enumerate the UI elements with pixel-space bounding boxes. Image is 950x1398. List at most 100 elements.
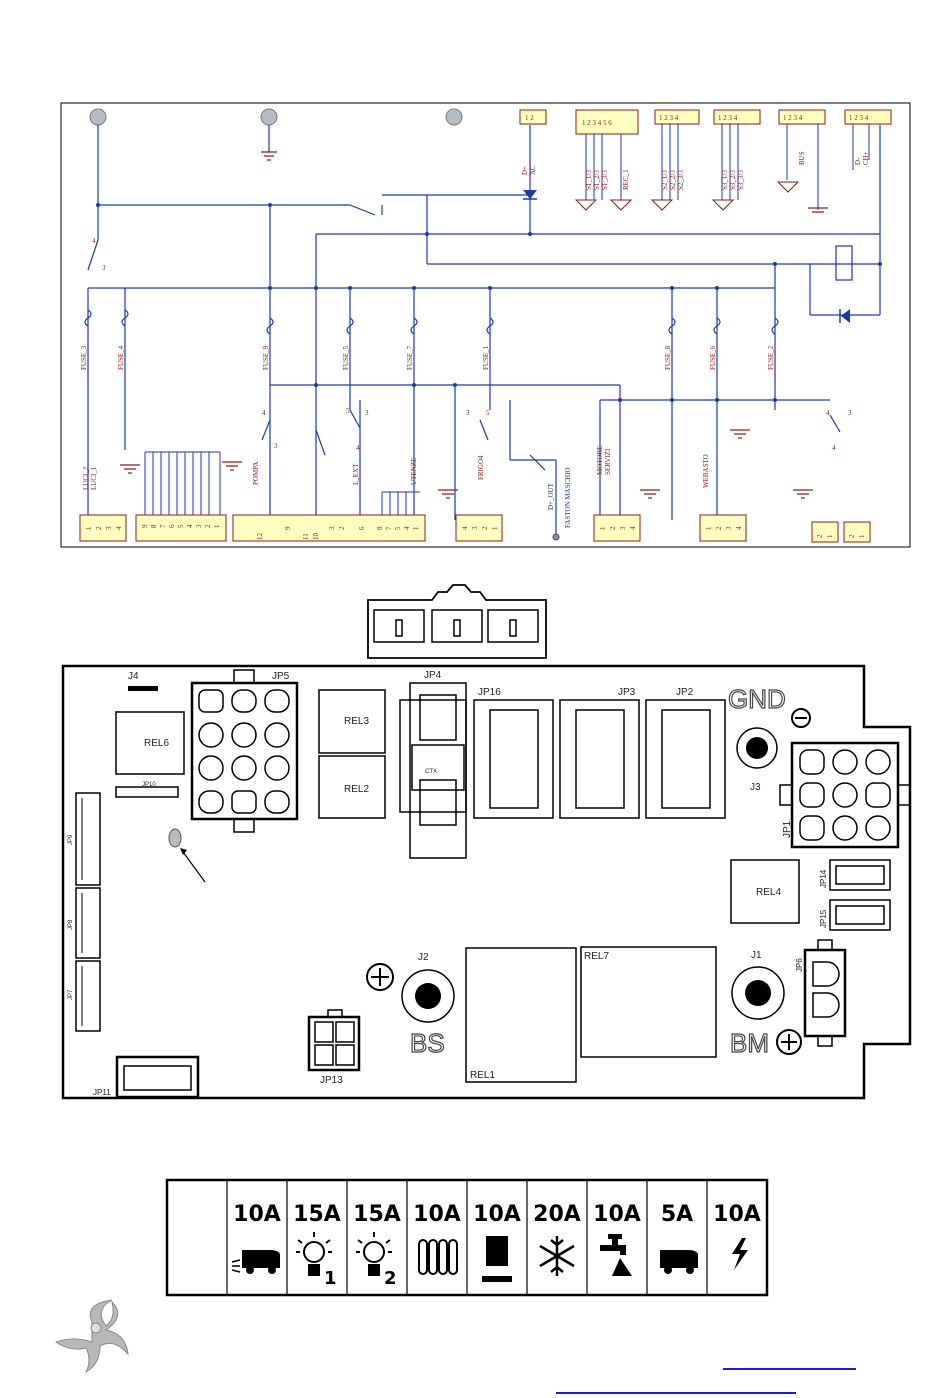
label-webasto: WEBASTO: [702, 454, 710, 488]
fuse-label: FUSE_5: [342, 345, 350, 370]
fuse-col-8: 5A: [660, 1202, 698, 1274]
fuse-label: FUSE_2: [767, 345, 775, 370]
label-rel6: REL6: [144, 738, 169, 749]
link-underline[interactable]: [556, 1392, 796, 1394]
lightning-icon: [732, 1238, 748, 1270]
rel3: [318, 689, 386, 754]
svg-text:12: 12: [256, 533, 264, 541]
fuse-col-1: 10A: [231, 1202, 281, 1274]
label-rec: REC_1: [622, 169, 630, 190]
svg-text:8: 8: [150, 524, 158, 528]
label-rel2: REL2: [344, 784, 369, 795]
top-connector-labels: D+ AC S1_1/3 S1_2/3 S1_3/3 REC_1 S2_1/3 …: [521, 151, 870, 190]
label-servizi: SERVIZI: [604, 448, 612, 475]
fuse-label: FUSE_8: [664, 345, 672, 370]
fuse-table: 10A 15A 1 15A 2: [165, 1178, 769, 1297]
label-jp3: JP3: [618, 687, 636, 698]
svg-text:5: 5: [177, 524, 185, 528]
jp14: [829, 859, 891, 891]
jp5: [190, 681, 299, 821]
ground-icon: [261, 151, 277, 161]
svg-text:3: 3: [725, 526, 733, 530]
fuse-label: FUSE_1: [482, 345, 490, 370]
svg-text:4: 4: [461, 526, 469, 530]
label-d-plus: D+: [521, 166, 529, 175]
label-jp1: JP1: [782, 820, 793, 838]
svg-text:10: 10: [312, 533, 320, 541]
svg-text:7: 7: [159, 524, 167, 528]
rel4: [730, 859, 800, 924]
switch-pin-labels: 4 3 4 3 5 3 4 3 5 4 3 4: [92, 237, 852, 452]
connector-luci: [79, 514, 127, 542]
schematic-frame: [60, 102, 911, 548]
jp7: [75, 960, 101, 1032]
fuse-amp-label: 15A: [353, 1202, 401, 1227]
connector-frigo: [455, 514, 503, 542]
svg-text:1: 1: [858, 534, 866, 538]
fuse-label: FUSE_6: [709, 345, 717, 370]
fuse-amp-label: 10A: [233, 1202, 281, 1227]
rel1: [465, 947, 577, 1083]
label-jp7: JP7: [68, 989, 74, 1000]
svg-text:3: 3: [471, 526, 479, 530]
label-jp14: JP14: [819, 869, 828, 888]
svg-text:4: 4: [262, 409, 266, 417]
svg-text:2: 2: [481, 526, 489, 530]
svg-text:2: 2: [338, 526, 346, 530]
snowflake-icon: [539, 1236, 575, 1276]
jp3: [559, 699, 640, 819]
label-jp11: JP11: [93, 1088, 111, 1097]
svg-text:1: 1: [213, 524, 221, 528]
label-s2-2: S2_2/3: [669, 170, 677, 190]
label-bus: BUS: [798, 151, 806, 165]
mount-hole: [89, 108, 107, 126]
svg-text:3: 3: [102, 264, 106, 272]
label-s3-1: S3_1/3: [721, 170, 729, 190]
label-bm: BM: [730, 1028, 769, 1058]
svg-text:1 2 3 4 5 6: 1 2 3 4 5 6: [582, 119, 612, 127]
svg-text:4: 4: [356, 444, 360, 452]
label-jp9: JP9: [68, 834, 74, 845]
svg-text:1: 1: [324, 1268, 337, 1289]
svg-text:1 2 3 4: 1 2 3 4: [659, 114, 679, 122]
connector-webasto: [699, 514, 747, 542]
connector-2pin: [811, 521, 839, 543]
jp8: [75, 887, 101, 959]
label-motore: MOTORE: [596, 446, 604, 475]
svg-text:4: 4: [826, 409, 830, 417]
fuse-amp-label: 5A: [661, 1202, 693, 1227]
svg-text:1: 1: [491, 526, 499, 530]
diode-icon: [523, 190, 537, 199]
svg-text:3: 3: [466, 409, 470, 417]
label-j4: J4: [128, 671, 139, 682]
label-s3-3: S3_3/3: [737, 170, 745, 190]
connector-2pin: [843, 521, 871, 543]
diode-icon: [841, 309, 850, 323]
svg-text:6: 6: [168, 524, 176, 528]
pcb-board: J4 REL6 JP10 JP5 REL3 REL2 JP4 CTX: [61, 664, 912, 1100]
label-ch-plus: CH+: [862, 151, 870, 165]
label-luci-2: LUCI_2: [82, 466, 90, 490]
label-jp6: JP6: [795, 958, 804, 972]
svg-text:2: 2: [204, 524, 212, 528]
rel2: [318, 755, 386, 819]
jp15: [829, 899, 891, 931]
fuse-col-5: 10A: [473, 1202, 521, 1282]
label-frigo4: FRIGO4: [477, 455, 485, 480]
camper-icon: [660, 1250, 698, 1274]
label-rel4: REL4: [756, 887, 781, 898]
link-underline[interactable]: [723, 1368, 856, 1370]
fridge-icon: [482, 1236, 512, 1282]
svg-text:JP10: JP10: [142, 782, 156, 788]
svg-text:3: 3: [365, 409, 369, 417]
label-d-out: D+_OUT: [547, 482, 555, 510]
svg-text:2: 2: [715, 526, 723, 530]
tap-icon: [600, 1234, 632, 1276]
label-ctx: CTX: [425, 769, 437, 775]
pcb-outline: [61, 664, 912, 1100]
label-luci-1: LUCI_1: [90, 466, 98, 490]
rel6: [115, 711, 185, 775]
svg-text:5: 5: [486, 409, 490, 417]
svg-text:1: 1: [599, 526, 607, 530]
